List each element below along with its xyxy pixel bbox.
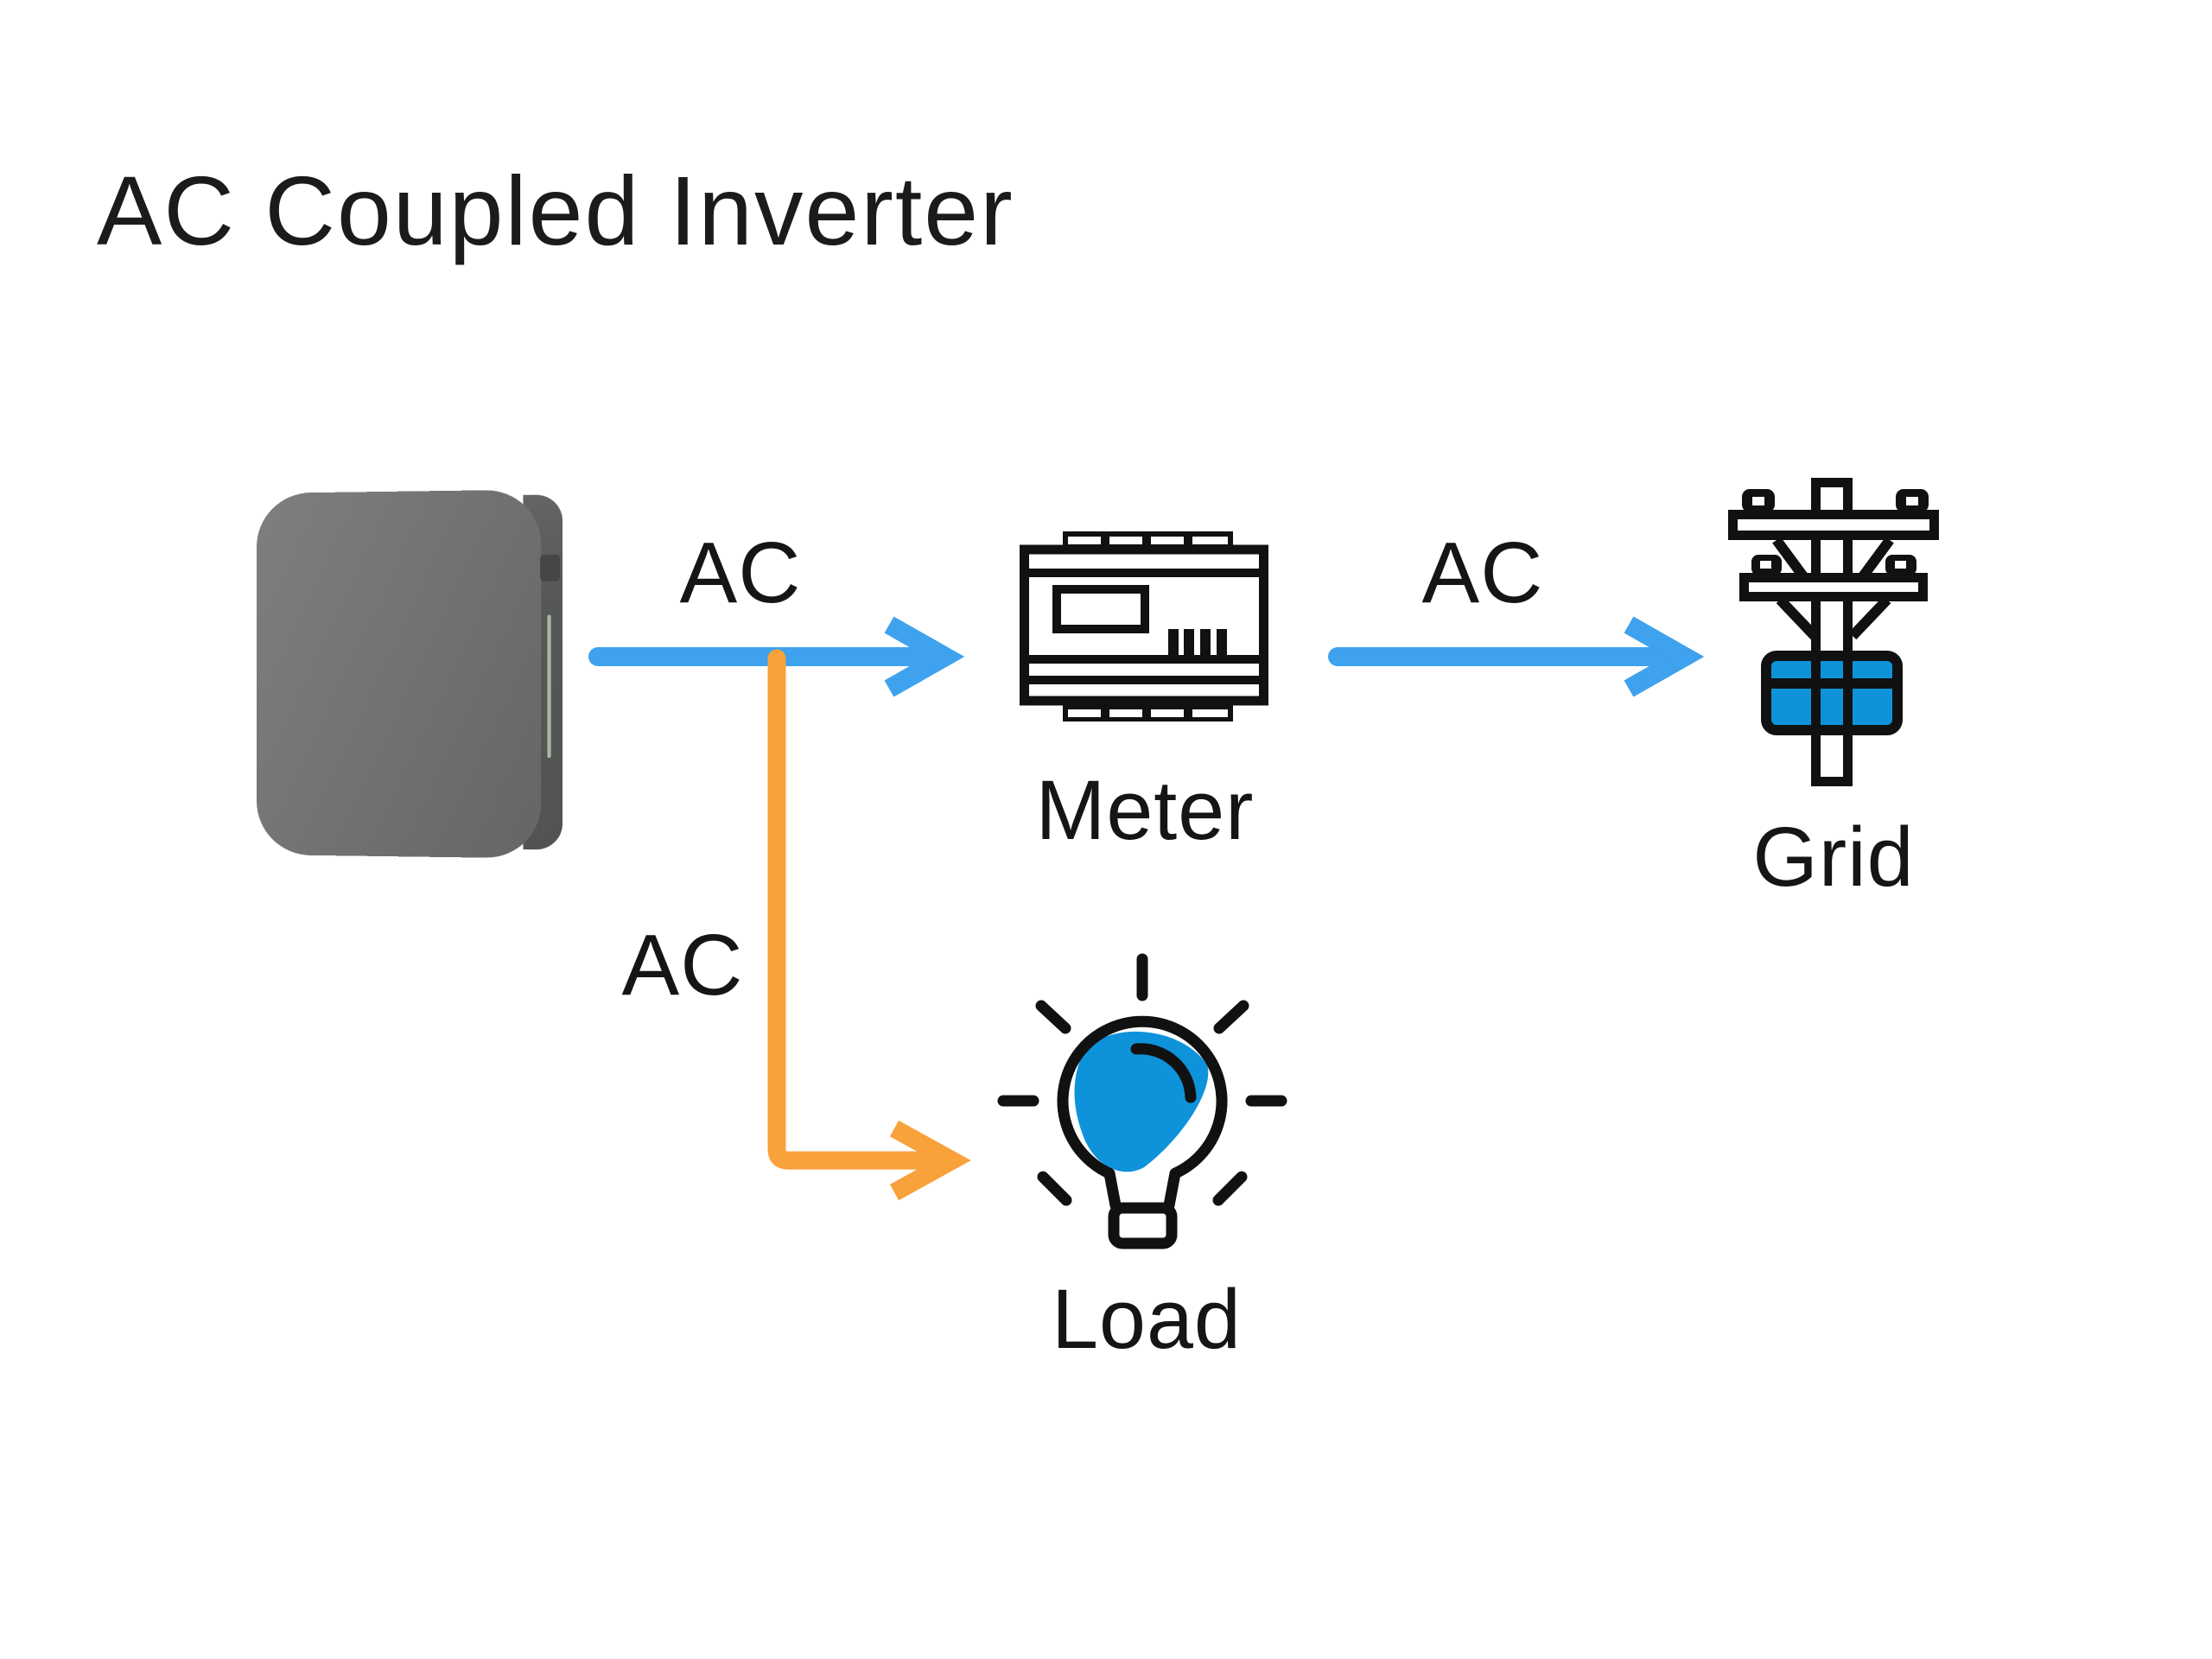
- transformer: [1761, 651, 1903, 735]
- crossarm-bottom: [1739, 573, 1928, 601]
- ac-arrow-meter-to-grid: [1328, 616, 1705, 697]
- meter-stripe: [1028, 569, 1260, 577]
- grid-icon: [1728, 478, 1939, 786]
- inverter-device: [257, 489, 563, 859]
- meter-icon: [1020, 531, 1268, 721]
- insulators-upper: [1742, 489, 1929, 512]
- load-icon light-bulb-icon: [997, 953, 1287, 1249]
- arrow-line: [767, 649, 941, 1170]
- ac-arrow-inverter-to-load: [767, 649, 971, 1201]
- insulators-lower: [1751, 555, 1916, 575]
- arrow-head: [889, 1120, 971, 1201]
- ac-label-inverter-meter: AC: [679, 524, 802, 621]
- ac-label-inverter-load: AC: [621, 917, 744, 1014]
- inverter-led-strip: [547, 614, 551, 759]
- meter-stripe: [1028, 676, 1260, 684]
- meter-terminal-bars: [1168, 629, 1227, 656]
- arrow-head: [1624, 616, 1705, 697]
- inverter-front-panel: [257, 489, 542, 859]
- inverter-port: [540, 554, 561, 582]
- bulb-rays: [997, 953, 1287, 1206]
- meter-display: [1052, 585, 1149, 633]
- load-label: Load: [1052, 1272, 1242, 1366]
- meter-top-teeth: [1063, 531, 1233, 547]
- bulb-base: [1108, 1202, 1178, 1249]
- crossarm-top: [1728, 510, 1939, 540]
- page-title: AC Coupled Inverter: [97, 156, 1014, 265]
- ac-label-meter-grid: AC: [1421, 524, 1544, 621]
- bulb-outline: [1057, 1015, 1228, 1211]
- grid-label: Grid: [1752, 810, 1915, 904]
- pole-braces-lower: [1776, 595, 1891, 640]
- bulb-highlight-arc: [1130, 1043, 1197, 1103]
- meter-label: Meter: [1035, 763, 1255, 857]
- meter-stripe: [1028, 655, 1260, 664]
- arrow-head: [884, 616, 965, 697]
- meter-bottom-teeth: [1063, 704, 1233, 721]
- ac-arrow-inverter-to-meter: [588, 616, 965, 697]
